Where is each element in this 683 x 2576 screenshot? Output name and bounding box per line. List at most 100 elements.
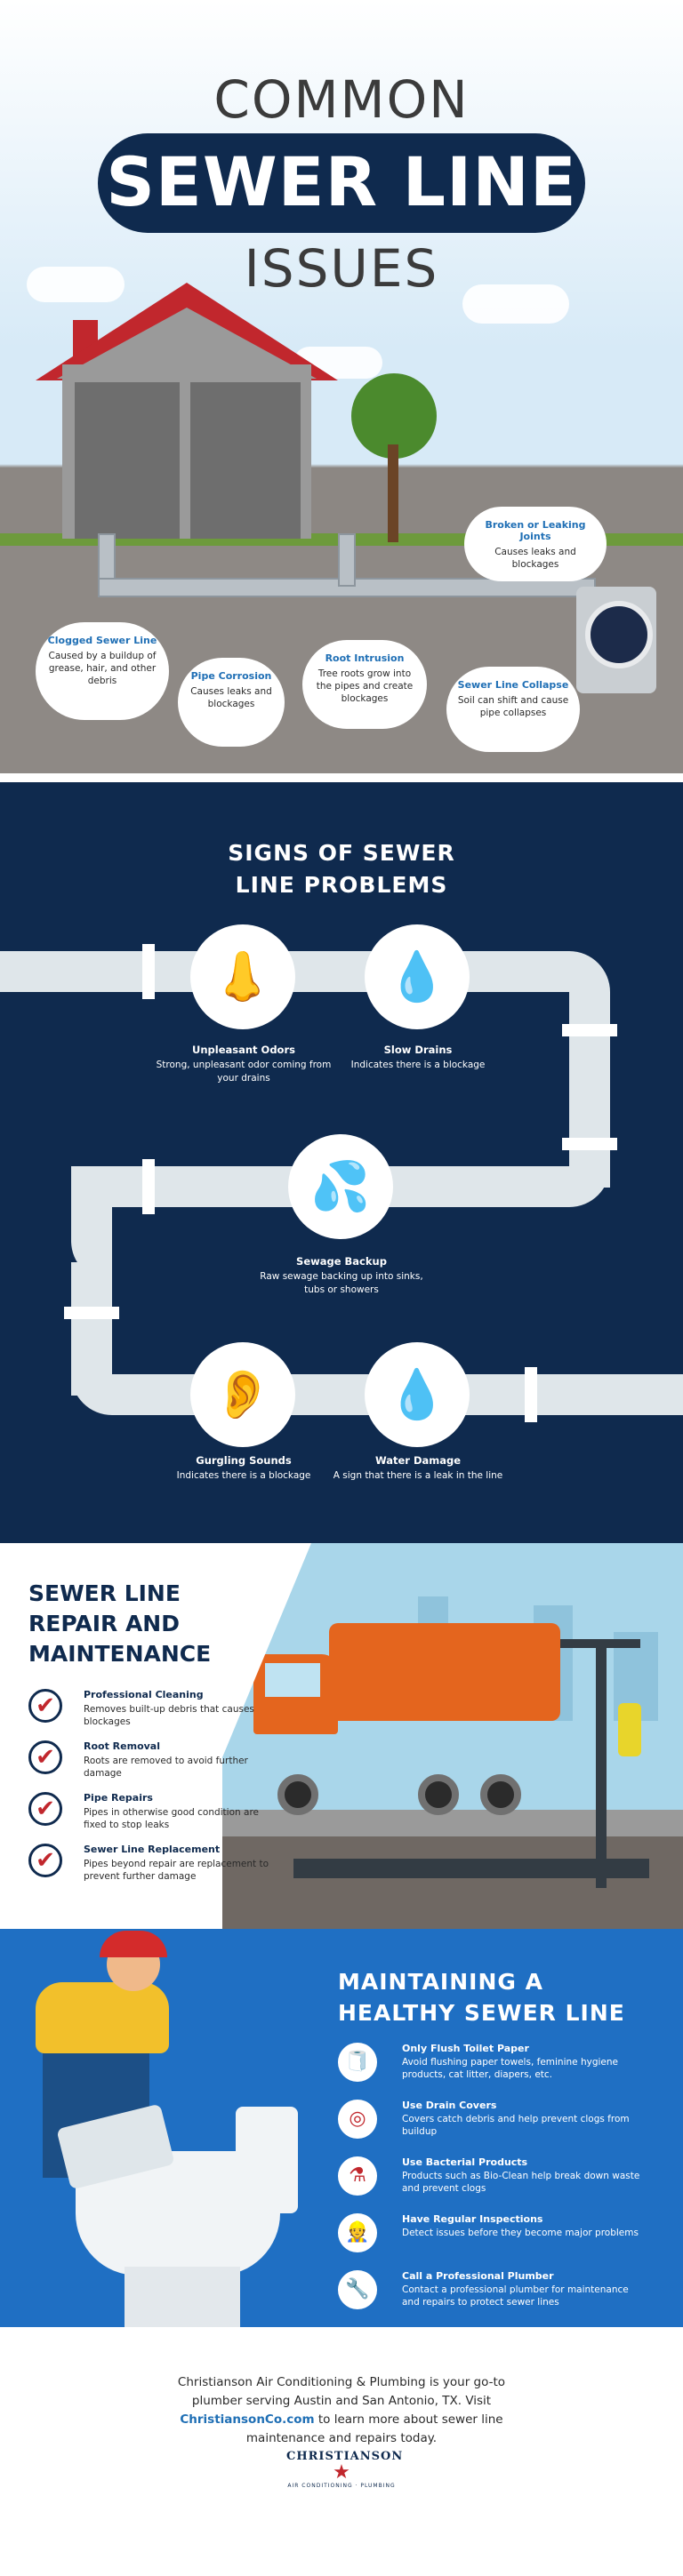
- repair-item-desc: Removes built-up debris that causes bloc…: [84, 1704, 254, 1728]
- pipe-segment: [71, 1262, 112, 1396]
- website-link[interactable]: ChristiansonCo.com: [180, 2412, 315, 2427]
- sign-desc: Strong, unpleasant odor coming from your…: [156, 1060, 332, 1084]
- sign-desc: Indicates there is a blockage: [350, 1060, 486, 1070]
- repair-item-title: Pipe Repairs: [84, 1792, 153, 1804]
- hero-section: COMMON SEWER LINE ISSUES Clogged Sewer L…: [0, 0, 683, 773]
- pipe-joint: [562, 1024, 617, 1036]
- repair-heading-line3: MAINTENANCE: [28, 1640, 212, 1667]
- issue-bubble-corrosion: Pipe Corrosion Causes leaks and blockage…: [178, 658, 285, 747]
- issue-bubble-joints: Broken or Leaking Joints Causes leaks an…: [464, 507, 607, 581]
- issue-bubble-clogged: Clogged Sewer Line Caused by a buildup o…: [36, 622, 169, 720]
- pipe-joint: [64, 1307, 119, 1319]
- maintain-item-title: Use Drain Covers: [402, 2100, 497, 2111]
- repair-item-title: Sewer Line Replacement: [84, 1844, 221, 1855]
- maintain-section: MAINTAINING A HEALTHY SEWER LINE 🧻 Only …: [0, 1929, 683, 2327]
- issue-desc: Causes leaks and blockages: [190, 686, 272, 710]
- tree-trunk: [388, 444, 398, 542]
- nose-icon: 👃: [190, 924, 295, 1029]
- issue-title: Broken or Leaking Joints: [485, 519, 586, 542]
- issue-title: Root Intrusion: [325, 652, 405, 664]
- sign-desc: Raw sewage backing up into sinks, tubs o…: [260, 1271, 423, 1295]
- pipe-elbow: [569, 951, 610, 992]
- star-icon: ★: [333, 2461, 350, 2484]
- issue-title: Pipe Corrosion: [190, 670, 272, 682]
- sign-item-gurgling: Gurgling Sounds Indicates there is a blo…: [155, 1454, 333, 1483]
- signs-heading: SIGNS OF SEWER LINE PROBLEMS: [0, 837, 683, 902]
- issue-bubble-collapse: Sewer Line Collapse Soil can shift and c…: [446, 667, 580, 752]
- plumber-shirt: [36, 1982, 169, 2053]
- logo-brand: CHRISTIANSON: [286, 2450, 404, 2463]
- water-drops-icon: 💧: [365, 1342, 470, 1447]
- maintain-heading-line2: HEALTHY SEWER LINE: [338, 2000, 625, 2026]
- pipe-joint: [525, 1367, 537, 1422]
- sign-title: Gurgling Sounds: [196, 1454, 292, 1467]
- vacuum-hose-vertical: [596, 1639, 607, 1888]
- maintain-item-toilet-paper: 🧻 Only Flush Toilet Paper Avoid flushing…: [338, 2043, 640, 2092]
- white-diagonal-panel: [151, 1543, 311, 1929]
- maintain-item-inspections: 👷 Have Regular Inspections Detect issues…: [338, 2213, 640, 2263]
- underground-pipe: [293, 1859, 649, 1878]
- maintain-item-title: Call a Professional Plumber: [402, 2270, 554, 2282]
- repair-item-desc: Pipes in otherwise good condition are fi…: [84, 1807, 259, 1831]
- maintain-item-title: Have Regular Inspections: [402, 2213, 543, 2225]
- hero-title-main: SEWER LINE: [106, 142, 577, 221]
- truck-tank: [329, 1623, 560, 1721]
- sign-item-water-damage: Water Damage A sign that there is a leak…: [329, 1454, 507, 1483]
- sewer-main-opening: [585, 601, 653, 668]
- plumber-cap: [100, 1931, 167, 1957]
- backup-icon: 💦: [288, 1134, 393, 1239]
- maintain-item-desc: Products such as Bio-Clean help break do…: [402, 2171, 640, 2195]
- sign-title: Sewage Backup: [296, 1255, 387, 1268]
- hero-title-pill: [98, 133, 585, 233]
- maintain-item-plumber: 🔧 Call a Professional Plumber Contact a …: [338, 2270, 640, 2320]
- ear-icon: 👂: [190, 1342, 295, 1447]
- maintain-item-title: Only Flush Toilet Paper: [402, 2043, 529, 2054]
- kitchen-room: [190, 382, 301, 539]
- issue-bubble-roots: Root Intrusion Tree roots grow into the …: [302, 640, 427, 729]
- issue-desc: Soil can shift and cause pipe collapses: [457, 695, 569, 719]
- issue-desc: Tree roots grow into the pipes and creat…: [316, 668, 414, 705]
- logo-subtitle: AIR CONDITIONING · PLUMBING: [287, 2483, 396, 2489]
- checkmark-icon: ✔: [28, 1792, 62, 1826]
- sign-title: Slow Drains: [383, 1044, 453, 1056]
- christianson-logo: CHRISTIANSON ★ AIR CONDITIONING · PLUMBI…: [286, 2450, 404, 2489]
- bacteria-icon: ⚗: [338, 2156, 377, 2196]
- truck-wheel: [418, 1774, 459, 1815]
- repair-heading-line1: SEWER LINE: [28, 1580, 181, 1606]
- vent-pipe-vertical: [338, 533, 356, 587]
- sign-title: Unpleasant Odors: [192, 1044, 295, 1056]
- hero-title-top: COMMON: [213, 69, 470, 130]
- issue-desc: Causes leaks and blockages: [494, 547, 576, 571]
- checkmark-icon: ✔: [28, 1740, 62, 1774]
- truck-wheel: [480, 1774, 521, 1815]
- drain-icon: 💧: [365, 924, 470, 1029]
- maintain-item-desc: Avoid flushing paper towels, feminine hy…: [402, 2057, 618, 2081]
- repair-heading-line2: REPAIR AND: [28, 1610, 180, 1636]
- issue-title: Sewer Line Collapse: [457, 679, 569, 691]
- pipe-joint: [142, 1159, 155, 1214]
- pipe-joint: [142, 944, 155, 999]
- toilet-base: [125, 2267, 240, 2327]
- sign-title: Water Damage: [374, 1454, 462, 1467]
- repair-section: SEWER LINE REPAIR AND MAINTENANCE ✔ Prof…: [0, 1543, 683, 1929]
- footer-text: Christianson Air Conditioning & Plumbing…: [151, 2373, 532, 2448]
- worker-figure: [618, 1703, 641, 1756]
- inspector-icon: 👷: [338, 2213, 377, 2252]
- checkmark-icon: ✔: [28, 1844, 62, 1877]
- maintain-item-desc: Contact a professional plumber for maint…: [402, 2284, 629, 2308]
- wrench-icon: 🔧: [338, 2270, 377, 2309]
- maintain-heading: MAINTAINING A HEALTHY SEWER LINE: [338, 1966, 625, 2028]
- sign-desc: A sign that there is a leak in the line: [333, 1470, 503, 1481]
- sign-desc: Indicates there is a blockage: [176, 1470, 311, 1481]
- repair-item-title: Professional Cleaning: [84, 1689, 204, 1700]
- repair-heading: SEWER LINE REPAIR AND MAINTENANCE: [28, 1579, 211, 1668]
- maintain-item-title: Use Bacterial Products: [402, 2156, 528, 2168]
- repair-item-title: Root Removal: [84, 1740, 160, 1752]
- toilet-paper-icon: 🧻: [338, 2043, 377, 2082]
- drain-cover-icon: ◎: [338, 2100, 377, 2139]
- maintain-item-desc: Covers catch debris and help prevent clo…: [402, 2114, 630, 2138]
- footer-text-after: to learn more about sewer line maintenan…: [245, 2412, 503, 2445]
- maintain-heading-line1: MAINTAINING A: [338, 1969, 543, 1995]
- pipe-segment: [569, 992, 610, 1188]
- sign-item-backup: Sewage Backup Raw sewage backing up into…: [253, 1255, 430, 1296]
